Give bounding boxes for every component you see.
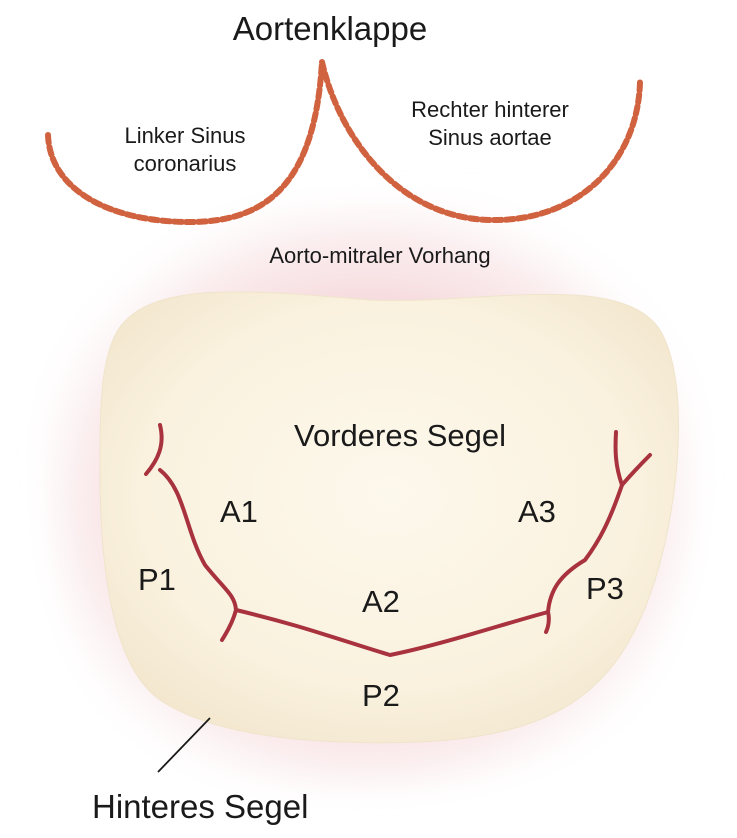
segment-a3-label: A3 xyxy=(518,494,556,530)
segment-p1-label: P1 xyxy=(138,562,176,598)
segment-p2-label: P2 xyxy=(362,678,400,714)
right-sinus-label-line2: Sinus aortae xyxy=(370,124,610,152)
right-sinus-label: Rechter hinterer Sinus aortae xyxy=(370,96,610,152)
left-sinus-label: Linker Sinus coronarius xyxy=(70,122,300,178)
anterior-leaflet-label: Vorderes Segel xyxy=(240,418,560,454)
aortic-valve-title: Aortenklappe xyxy=(205,10,455,48)
segment-p3-label: P3 xyxy=(586,571,624,607)
aorto-mitral-curtain-label: Aorto-mitraler Vorhang xyxy=(180,243,580,269)
left-sinus-label-line1: Linker Sinus xyxy=(70,122,300,150)
left-sinus-label-line2: coronarius xyxy=(70,150,300,178)
right-sinus-label-line1: Rechter hinterer xyxy=(370,96,610,124)
segment-a1-label: A1 xyxy=(220,494,258,530)
segment-a2-label: A2 xyxy=(362,584,400,620)
posterior-leaflet-label: Hinteres Segel xyxy=(92,788,308,826)
